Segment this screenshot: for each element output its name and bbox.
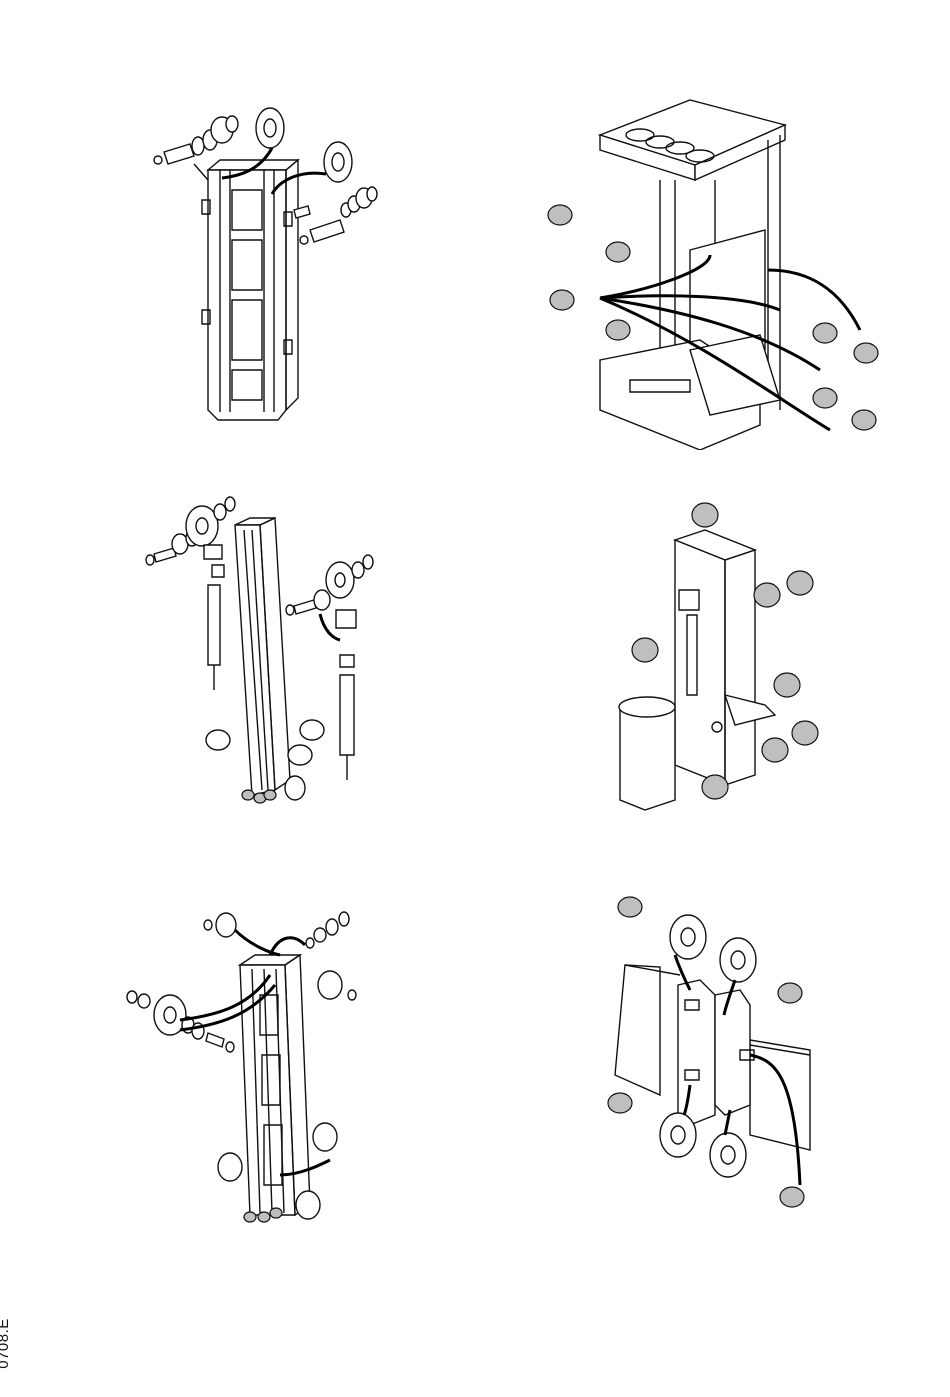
figure-mast-outer-channel — [150, 100, 390, 430]
mast-channel-illustration-icon — [150, 100, 390, 430]
figure-mast-inner-channel — [140, 490, 390, 810]
mast-roller-illustration-icon — [120, 905, 380, 1235]
chain-roller-illustration-icon — [600, 885, 820, 1215]
carriage-illustration-icon — [605, 495, 835, 815]
figure-chain-rollers — [600, 885, 820, 1215]
document-code: 0708.E — [0, 1318, 12, 1369]
figure-frame-chassis — [540, 80, 895, 450]
figure-mast-rollers — [120, 905, 380, 1235]
mast-cylinder-illustration-icon — [140, 490, 390, 810]
chassis-illustration-icon — [540, 80, 895, 450]
figure-fork-carriage — [605, 495, 835, 815]
